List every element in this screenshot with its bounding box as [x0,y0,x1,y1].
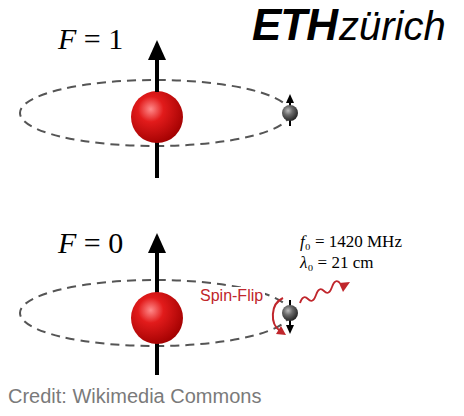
proton-spin-head [148,233,166,253]
proton-spin-upper [155,253,159,292]
credit-note: Credit: Wikimedia Commons [8,385,261,408]
proton-sphere [131,91,183,143]
photon-arrowhead [339,282,350,292]
electron-spin-head [286,325,294,334]
photon-wave [300,281,340,303]
state-label: F = 1 [58,22,123,57]
state-label: F = 0 [58,226,123,261]
wavelength-label: λ₀ = 21 cm [300,253,373,273]
electron-spin-head [286,94,294,103]
proton-spin-upper [155,60,159,92]
electron-spin-tail [289,300,291,305]
proton-spin-tail [155,344,159,375]
electron-spin-tail [289,121,291,126]
spin-flip-label: Spin-Flip [198,287,265,305]
logo-zurich: zürich [339,3,446,49]
electron-sphere [282,305,298,321]
proton-spin-head [148,40,166,60]
spin-flip-arrowhead [276,326,286,335]
frequency-label: f₀ = 1420 MHz [300,232,402,252]
proton-spin-tail [155,143,159,178]
proton-sphere [131,292,183,344]
electron-sphere [282,105,298,121]
spin-flip-arrow [273,298,283,331]
logo-eth: ETH [252,0,337,51]
